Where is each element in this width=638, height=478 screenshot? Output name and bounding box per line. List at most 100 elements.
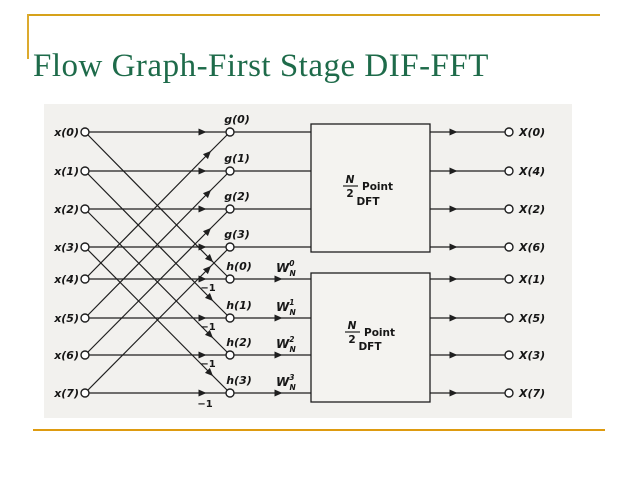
output-label: X(1) bbox=[518, 273, 545, 286]
lower-row-wires bbox=[89, 275, 311, 397]
g-label: g(3) bbox=[224, 228, 250, 241]
g-node bbox=[225, 204, 235, 214]
input-node bbox=[80, 127, 90, 137]
twiddle-exponent: 2 bbox=[289, 335, 294, 344]
fraction-numerator: N bbox=[348, 320, 357, 332]
down-diagonal-wire bbox=[87, 173, 228, 316]
twiddle-exponent: 0 bbox=[289, 259, 294, 268]
input-node bbox=[80, 313, 90, 323]
output-label: X(4) bbox=[518, 165, 545, 178]
minus-one-labels: −1 −1 −1 −1 bbox=[197, 283, 215, 410]
output-label: X(2) bbox=[518, 203, 545, 216]
output-node bbox=[504, 274, 514, 284]
down-diagonal-wire bbox=[87, 134, 228, 277]
h-label: h(2) bbox=[226, 336, 252, 349]
input-label: x(1) bbox=[53, 165, 79, 178]
down-diagonal-wire bbox=[87, 211, 228, 353]
h-node bbox=[225, 313, 235, 323]
input-label: x(4) bbox=[53, 273, 79, 286]
minus-one-label: −1 bbox=[200, 322, 215, 333]
twiddle-subscript: N bbox=[289, 383, 296, 392]
input-label: x(0) bbox=[53, 126, 79, 139]
twiddle-base: W bbox=[276, 261, 290, 275]
input-nodes bbox=[80, 127, 90, 398]
output-label: X(5) bbox=[518, 312, 545, 325]
point-label: Point bbox=[362, 181, 393, 193]
dft-label: DFT bbox=[356, 196, 380, 208]
lower-dft-box-label: N 2 Point DFT bbox=[345, 320, 395, 353]
up-diagonal-wire bbox=[87, 211, 228, 353]
h-node bbox=[225, 388, 235, 398]
up-diagonal-wire bbox=[87, 173, 228, 316]
input-label: x(7) bbox=[53, 387, 79, 400]
input-label: x(6) bbox=[53, 349, 79, 362]
g-label: g(2) bbox=[224, 190, 250, 203]
h-label: h(3) bbox=[226, 374, 252, 387]
h-label: h(1) bbox=[226, 299, 252, 312]
output-labels: X(0) X(4) X(2) X(6) X(1) X(5) X(3) X(7) bbox=[518, 126, 545, 400]
butterfly-diagonals bbox=[87, 134, 228, 391]
output-node bbox=[504, 313, 514, 323]
g-node bbox=[225, 166, 235, 176]
g-node bbox=[225, 242, 235, 252]
up-diagonal-wire bbox=[87, 134, 228, 277]
upper-row-wires bbox=[89, 128, 311, 251]
minus-one-label: −1 bbox=[197, 399, 212, 410]
dft-label: DFT bbox=[358, 341, 382, 353]
upper-dft-box-label: N 2 Point DFT bbox=[343, 174, 393, 208]
output-node bbox=[504, 127, 514, 137]
h-node bbox=[225, 350, 235, 360]
input-label: x(3) bbox=[53, 241, 79, 254]
twiddle-base: W bbox=[276, 337, 290, 351]
input-node bbox=[80, 274, 90, 284]
h-node-labels: h(0) h(1) h(2) h(3) bbox=[226, 260, 252, 387]
h-label: h(0) bbox=[226, 260, 252, 273]
input-labels: x(0) x(1) x(2) x(3) x(4) x(5) x(6) x(7) bbox=[53, 126, 79, 400]
bottom-accent-rule bbox=[33, 429, 605, 431]
input-label: x(2) bbox=[53, 203, 79, 216]
top-accent-rule bbox=[27, 14, 600, 16]
fraction-numerator: N bbox=[346, 174, 355, 186]
input-node bbox=[80, 204, 90, 214]
minus-one-label: −1 bbox=[200, 359, 215, 370]
left-accent-rule bbox=[27, 14, 29, 59]
twiddle-subscript: N bbox=[289, 308, 296, 317]
output-label: X(6) bbox=[518, 241, 545, 254]
twiddle-base: W bbox=[276, 375, 290, 389]
input-node bbox=[80, 350, 90, 360]
input-node bbox=[80, 242, 90, 252]
g-label: g(0) bbox=[224, 113, 250, 126]
slide-title: Flow Graph-First Stage DIF-FFT bbox=[33, 48, 489, 85]
g-label: g(1) bbox=[224, 152, 250, 165]
input-label: x(5) bbox=[53, 312, 79, 325]
output-node bbox=[504, 350, 514, 360]
output-node bbox=[504, 388, 514, 398]
lower-dft-box bbox=[310, 272, 431, 403]
fraction-denominator: 2 bbox=[348, 334, 355, 346]
up-diagonal-wire bbox=[87, 249, 228, 391]
h-node bbox=[225, 274, 235, 284]
twiddle-exponent: 1 bbox=[289, 298, 294, 307]
down-diagonal-wire bbox=[87, 249, 228, 391]
output-node bbox=[504, 166, 514, 176]
output-nodes bbox=[504, 127, 514, 398]
g-node bbox=[225, 127, 235, 137]
output-wires bbox=[430, 128, 505, 397]
output-label: X(0) bbox=[518, 126, 545, 139]
minus-one-label: −1 bbox=[200, 283, 215, 294]
input-node bbox=[80, 166, 90, 176]
upper-dft-box bbox=[310, 123, 431, 253]
twiddle-exponent: 3 bbox=[289, 373, 294, 382]
output-node bbox=[504, 242, 514, 252]
butterfly-sum-nodes bbox=[225, 127, 235, 398]
g-node-labels: g(0) g(1) g(2) g(3) bbox=[224, 113, 250, 241]
twiddle-subscript: N bbox=[289, 345, 296, 354]
scanned-figure-background bbox=[44, 104, 572, 418]
output-label: X(3) bbox=[518, 349, 545, 362]
point-label: Point bbox=[364, 327, 395, 339]
